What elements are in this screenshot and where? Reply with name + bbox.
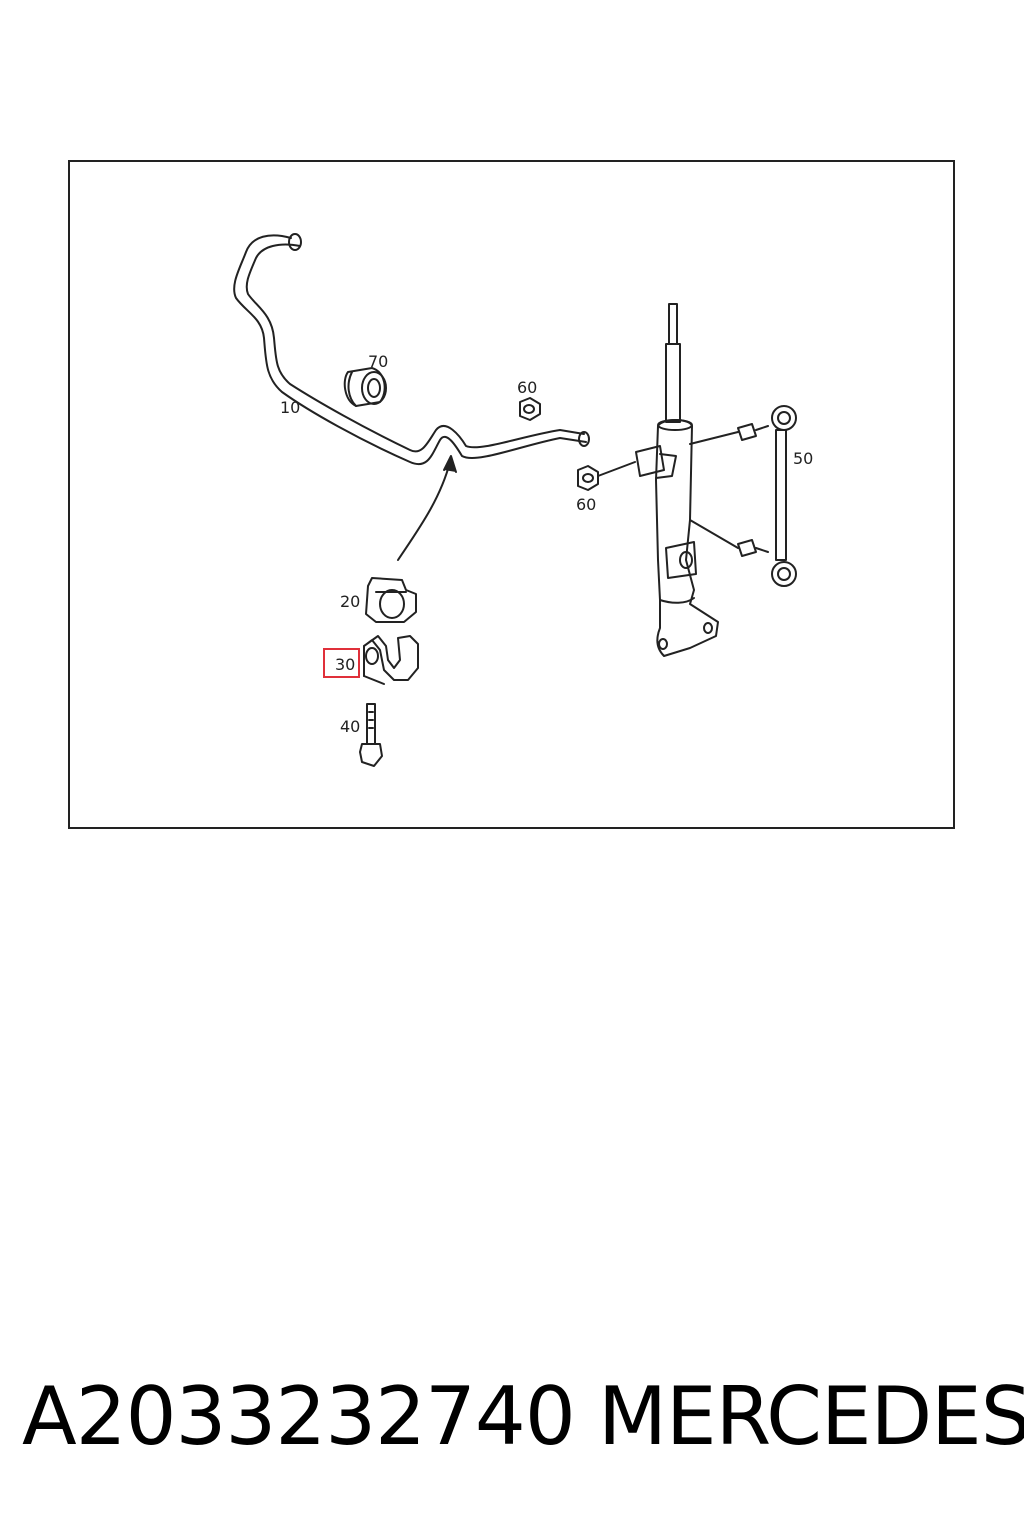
callout-20: 20: [340, 592, 360, 611]
callout-40: 40: [340, 717, 360, 736]
assembly-arrow: [397, 461, 451, 561]
stabilizer-bar: [233, 233, 590, 465]
part-number: A2033232740: [22, 1370, 576, 1463]
highlight-box: [323, 648, 360, 678]
footer-caption: A2033232740 MERCEDES: [0, 1370, 1024, 1470]
strut-assembly: [635, 303, 719, 657]
parts-diagram: 10 70 60 60 50 20 30 40: [233, 233, 813, 767]
callout-60-upper: 60: [517, 378, 537, 397]
nut-60-lower: [577, 461, 636, 491]
callout-70: 70: [368, 352, 388, 371]
nut-60-upper: [519, 397, 541, 421]
callout-60-lower: 60: [576, 495, 596, 514]
stabilizer-link-50: [737, 405, 797, 587]
bolt-40: [359, 703, 383, 767]
callout-50: 50: [793, 449, 813, 468]
callout-10: 10: [280, 398, 300, 417]
bracket-30: [363, 635, 419, 685]
bracket-20: [365, 577, 417, 623]
diagram-frame: [68, 160, 955, 829]
bushing-70: [343, 367, 387, 407]
callout-30: 30: [335, 655, 355, 674]
brand-name: MERCEDES: [598, 1370, 1024, 1463]
